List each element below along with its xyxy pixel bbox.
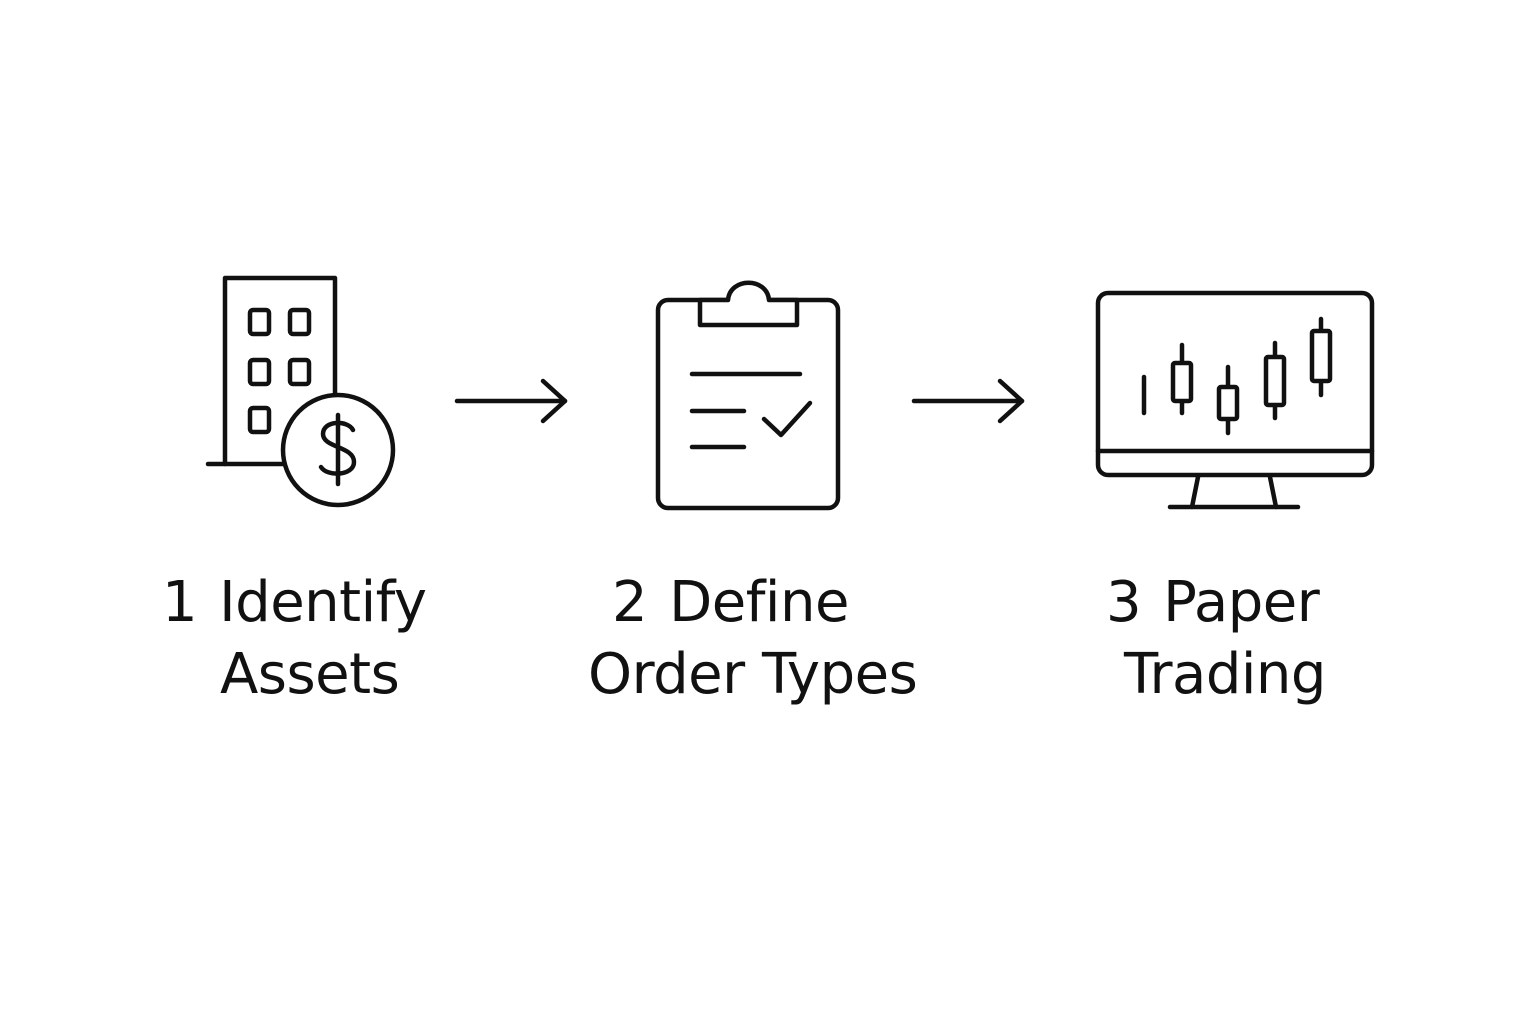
step-1-title: Identify bbox=[219, 570, 427, 635]
step-1-number: 1 bbox=[162, 570, 198, 635]
building-dollar-icon bbox=[205, 275, 396, 508]
step-3-title: Paper bbox=[1163, 570, 1320, 635]
step-2-title: Define bbox=[669, 570, 849, 635]
monitor-candlestick-icon bbox=[1095, 290, 1375, 510]
step-1-label: 1 Identify Assets bbox=[162, 567, 427, 711]
step-2-number: 2 bbox=[612, 570, 648, 635]
arrow-right-icon bbox=[911, 378, 1025, 424]
step-1-subtitle: Assets bbox=[220, 642, 400, 707]
step-3-number: 3 bbox=[1106, 570, 1142, 635]
arrow-right-icon bbox=[454, 378, 568, 424]
step-2-label: 2 Define Order Types bbox=[588, 567, 918, 711]
step-3-subtitle: Trading bbox=[1124, 642, 1326, 707]
step-3-label: 3 Paper Trading bbox=[1106, 567, 1326, 711]
step-2-subtitle: Order Types bbox=[588, 642, 918, 707]
clipboard-check-icon bbox=[655, 280, 841, 511]
